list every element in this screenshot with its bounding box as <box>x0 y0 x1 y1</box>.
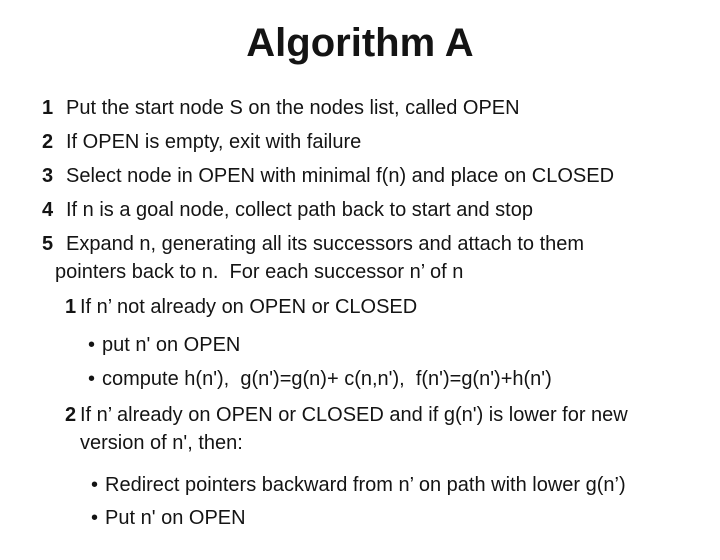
bullet-icon: • <box>91 507 99 529</box>
bullet-item: • compute h(n'), g(n')=g(n)+ c(n,n'), f(n… <box>0 365 720 393</box>
step-3: 3 Select node in OPEN with minimal f(n) a… <box>0 162 720 190</box>
step-4: 4 If n is a goal node, collect path back … <box>0 196 720 224</box>
step-text: Expand n, generating all its successors … <box>66 233 585 255</box>
bullet-item: • Put n' on OPEN <box>0 504 720 532</box>
bullet-item: • Redirect pointers backward from n’ on p… <box>0 471 720 499</box>
substep-number: 1 <box>65 296 77 318</box>
substep-2-continuation: version of n', then: <box>0 429 720 457</box>
bullet-text: Put n' on OPEN <box>105 507 246 529</box>
step-number: 4 <box>42 199 54 221</box>
bullet-icon: • <box>91 474 99 496</box>
step-text: Put the start node S on the nodes list, … <box>66 97 520 119</box>
slide-title: Algorithm A <box>246 21 474 65</box>
step-1: 1 Put the start node S on the nodes list,… <box>0 94 720 122</box>
step-number: 1 <box>42 97 54 119</box>
step-text: If n is a goal node, collect path back t… <box>66 199 533 221</box>
bullet-text: compute h(n'), g(n')=g(n)+ c(n,n'), f(n'… <box>102 368 552 390</box>
bullet-text: put n' on OPEN <box>102 334 241 356</box>
bullet-icon: • <box>88 334 96 356</box>
step-text: pointers back to n. For each successor n… <box>55 261 464 283</box>
step-5: 5 Expand n, generating all its successors… <box>0 230 720 258</box>
substep-text: If n’ already on OPEN or CLOSED and if g… <box>80 404 628 426</box>
substep-number: 2 <box>65 404 77 426</box>
substep-text: If n’ not already on OPEN or CLOSED <box>80 296 418 318</box>
algorithm-body: 1 Put the start node S on the nodes list,… <box>0 94 720 532</box>
slide: Algorithm A 1 Put the start node S on the… <box>0 20 720 560</box>
bullet-item: • put n' on OPEN <box>0 331 720 359</box>
substep-text: version of n', then: <box>80 432 243 454</box>
step-number: 2 <box>42 131 54 153</box>
bullet-icon: • <box>88 368 96 390</box>
step-number: 5 <box>42 233 54 255</box>
step-number: 3 <box>42 165 54 187</box>
step-text: Select node in OPEN with minimal f(n) an… <box>66 165 615 187</box>
step-text: If OPEN is empty, exit with failure <box>66 131 362 153</box>
step-2: 2 If OPEN is empty, exit with failure <box>0 128 720 156</box>
bullet-text: Redirect pointers backward from n’ on pa… <box>105 474 626 496</box>
step-5-continuation: pointers back to n. For each successor n… <box>0 258 720 286</box>
